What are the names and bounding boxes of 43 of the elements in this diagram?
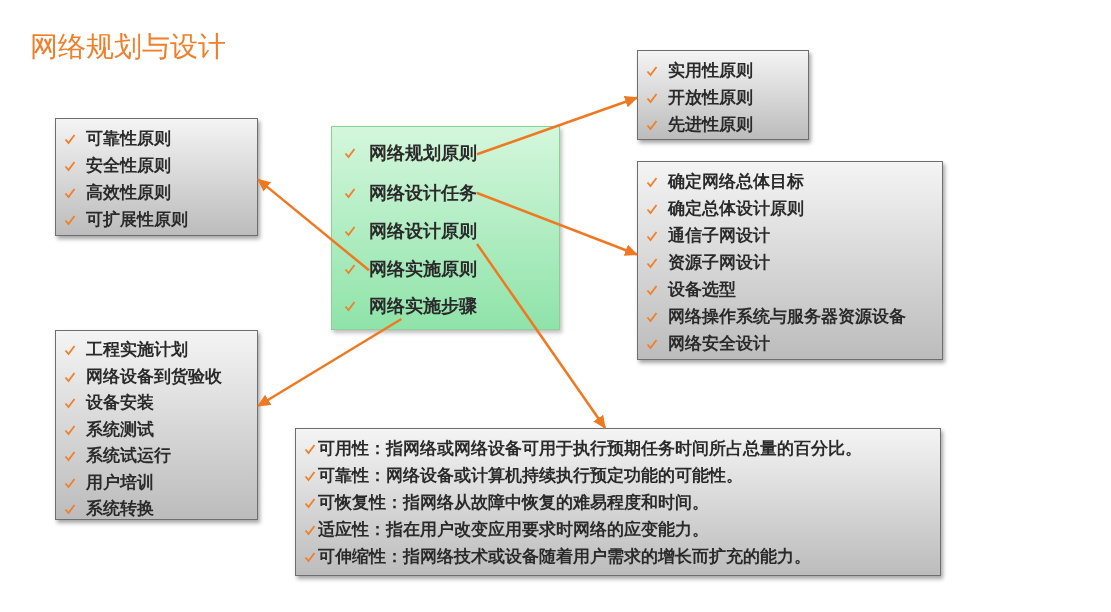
- arrow: [257, 317, 403, 408]
- list-text: 系统测试: [86, 418, 154, 441]
- list-text: 通信子网设计: [668, 224, 770, 247]
- list-panel: [55, 330, 258, 520]
- list-panel: [55, 118, 258, 236]
- list-text: 系统转换: [86, 498, 154, 521]
- list-text: 可用性：指网络或网络设备可用于执行预期任务时间所占总量的百分比。: [318, 437, 862, 460]
- list-text: 网络操作系统与服务器资源设备: [668, 305, 906, 328]
- diagram-title: 网络规划与设计: [30, 29, 226, 65]
- list-item: 网络实施原则: [369, 256, 477, 282]
- list-text: 确定网络总体目标: [668, 170, 804, 193]
- arrow: [476, 191, 638, 256]
- list-panel: [295, 428, 941, 576]
- list-text: 可靠性原则: [86, 127, 171, 150]
- list-text: 先进性原则: [668, 113, 753, 136]
- arrow: [476, 96, 638, 156]
- list-text: 安全性原则: [86, 154, 171, 177]
- list-text: 网络设备到货验收: [86, 365, 222, 388]
- list-item: 网络设计原则: [369, 218, 477, 244]
- list-text: 确定总体设计原则: [668, 197, 804, 220]
- list-text: 设备安装: [86, 392, 154, 415]
- list-text: 高效性原则: [86, 181, 171, 204]
- list-text: 适应性：指在用户改变应用要求时网络的应变能力。: [318, 518, 709, 541]
- list-item: 网络规划原则: [369, 140, 477, 166]
- list-text: 设备选型: [668, 278, 736, 301]
- list-panel: [637, 161, 943, 360]
- list-text: 工程实施计划: [86, 339, 188, 362]
- list-text: 开放性原则: [668, 86, 753, 109]
- list-text: 网络安全设计: [668, 332, 770, 355]
- arrow: [475, 243, 607, 429]
- list-text: 资源子网设计: [668, 251, 770, 274]
- list-item: 网络实施步骤: [369, 293, 477, 319]
- list-item: 网络设计任务: [369, 180, 477, 206]
- list-text: 用户培训: [86, 471, 154, 494]
- list-text: 可扩展性原则: [86, 208, 188, 231]
- list-text: 实用性原则: [668, 59, 753, 82]
- list-text: 可恢复性：指网络从故障中恢复的难易程度和时间。: [318, 491, 709, 514]
- topic-panel: [331, 126, 560, 330]
- list-text: 系统试运行: [86, 445, 171, 468]
- list-panel: [637, 50, 809, 140]
- list-text: 可伸缩性：指网络技术或设备随着用户需求的增长而扩充的能力。: [318, 545, 811, 568]
- arrow: [257, 178, 370, 272]
- list-text: 可靠性：网络设备或计算机持续执行预定功能的可能性。: [318, 464, 743, 487]
